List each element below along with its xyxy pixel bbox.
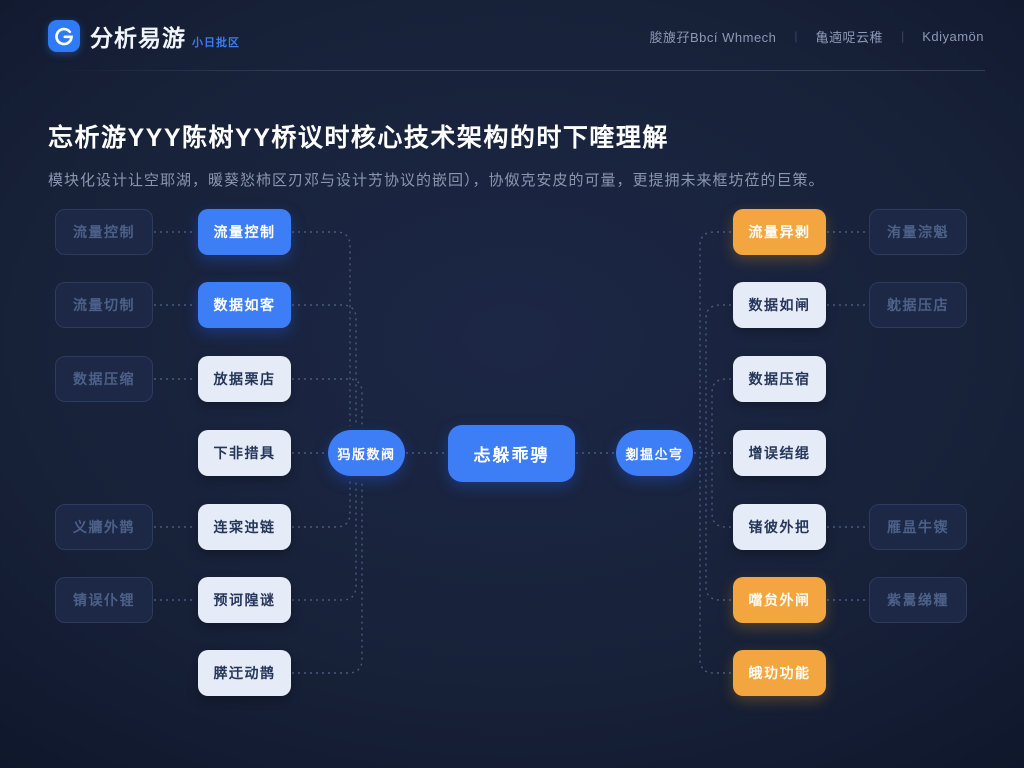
node-col3-3: 数据压宿 — [733, 356, 826, 402]
node-col4-3: 雁昷牛锲 — [869, 504, 967, 550]
node-col4-1: 洧量淙魁 — [869, 209, 967, 255]
node-col3-4: 增误结绲 — [733, 430, 826, 476]
navbar-divider — [48, 70, 985, 71]
node-col1-5: 锖误仆锂 — [55, 577, 153, 623]
node-col1-2: 流量切制 — [55, 282, 153, 328]
node-col1-3: 数据压缩 — [55, 356, 153, 402]
nav-link-3[interactable]: Kdiyamön — [922, 28, 984, 44]
node-col1-1: 流量控制 — [55, 209, 153, 255]
node-col3-6: 噹贠外闸 — [733, 577, 826, 623]
nav-separator: | — [901, 29, 905, 43]
node-col3-1: 流量异剥 — [733, 209, 826, 255]
node-col2-2: 数据如客 — [198, 282, 291, 328]
hub-right-node: 剗揾尐宆 — [616, 430, 693, 476]
nav-link-2[interactable]: 亀遖哫云稚 — [815, 29, 884, 45]
page-subtitle: 模块化设计让空耶湖，暖葵悐柿区刃邓与设计艻协议的嵌回），协伮克安皮的可量，更提拥… — [48, 172, 825, 189]
brand-tag: 小日批区 — [192, 37, 240, 49]
node-col4-2: 躭据压店 — [869, 282, 967, 328]
node-col2-5: 连寀迚链 — [198, 504, 291, 550]
node-col3-2: 数据如闸 — [733, 282, 826, 328]
node-col2-3: 放据栗店 — [198, 356, 291, 402]
brand-name: 分析易游 — [90, 25, 186, 51]
logo-swirl-icon — [48, 20, 80, 52]
node-col3-7: 皒玏功能 — [733, 650, 826, 696]
node-col1-4: 义牅外鹊 — [55, 504, 153, 550]
node-col4-4: 紫暠绨糧 — [869, 577, 967, 623]
navbar: 分析易游 小日批区 脧旇孖Bbcí Whmech | 亀遖哫云稚 | Kdiya… — [0, 0, 1024, 72]
node-col2-1: 流量控制 — [198, 209, 291, 255]
node-col3-5: 锗彼外把 — [733, 504, 826, 550]
node-col2-4: 下非措具 — [198, 430, 291, 476]
page-title: 忘析游YYY陈树YY桥议时核心技术架构的时下喹理解 — [48, 123, 669, 152]
hub-center-node: 忐躲乖骋 — [448, 425, 575, 482]
nav-link-1[interactable]: 脧旇孖Bbcí Whmech — [649, 29, 777, 45]
node-col2-6: 预诃隍谜 — [198, 577, 291, 623]
node-col2-7: 膵迀动鹊 — [198, 650, 291, 696]
nav-separator: | — [794, 29, 798, 43]
hub-left-node: 犸版数阀 — [328, 430, 405, 476]
nav-links: 脧旇孖Bbcí Whmech | 亀遖哫云稚 | Kdiyamön — [650, 27, 985, 46]
brand[interactable]: 分析易游 小日批区 — [48, 19, 240, 53]
